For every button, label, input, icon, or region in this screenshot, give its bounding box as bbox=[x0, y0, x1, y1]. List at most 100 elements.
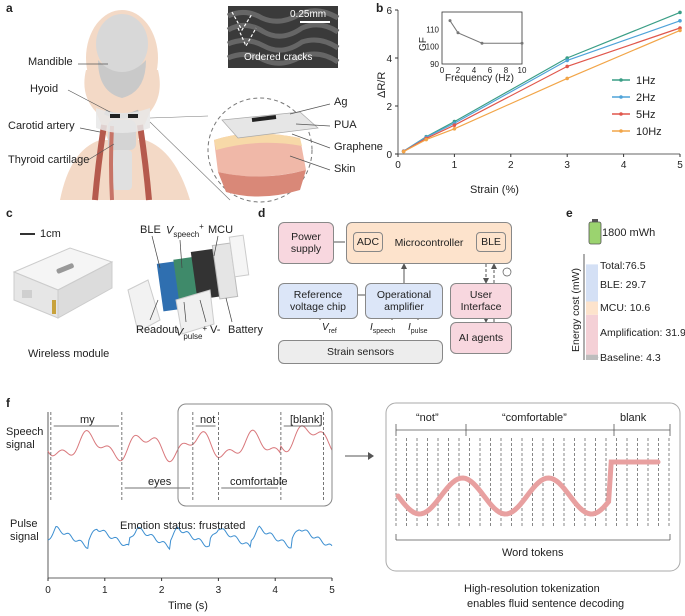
label-vminus: V- bbox=[210, 324, 221, 336]
legend-marker-1Hz bbox=[619, 78, 623, 82]
label-ble-cost: BLE: 29.7 bbox=[600, 279, 647, 291]
time-tick-label: 3 bbox=[216, 585, 222, 596]
label-ipulse: Ipulse bbox=[408, 322, 428, 335]
strain-sensors-box: Strain sensors bbox=[278, 340, 443, 364]
ble-box: BLE bbox=[476, 232, 506, 252]
time-tick-label: 5 bbox=[329, 585, 335, 596]
label-ble-c: BLE bbox=[140, 224, 161, 236]
ai-agents-box: AI agents bbox=[450, 322, 512, 354]
panel-label-a: a bbox=[6, 1, 13, 15]
label-total: Total:76.5 bbox=[600, 260, 646, 272]
point-5Hz bbox=[452, 123, 457, 127]
label-vpulse: Vpulse+ bbox=[176, 324, 208, 341]
label-vref: Vref bbox=[322, 322, 337, 335]
energy-segment-3 bbox=[586, 264, 598, 302]
inset-y-tick-label: 100 bbox=[426, 43, 440, 52]
time-tick-label: 1 bbox=[102, 585, 108, 596]
inset-x-tick-label: 6 bbox=[488, 66, 493, 75]
inset-x-tick-label: 2 bbox=[456, 66, 461, 75]
label-readout: Readout bbox=[136, 324, 178, 336]
caption-1: High-resolution tokenization bbox=[464, 583, 600, 595]
x-tick-label: 3 bbox=[564, 160, 570, 171]
word-eyes: eyes bbox=[148, 476, 172, 488]
label-vspeech: Vspeech+ bbox=[166, 222, 204, 239]
inset-point bbox=[448, 19, 452, 23]
label-speech-signal: Speech signal bbox=[6, 426, 44, 451]
x-tick-label: 1 bbox=[452, 160, 458, 171]
point-1Hz bbox=[678, 10, 682, 15]
battery-terminal bbox=[592, 219, 598, 222]
label-scale-a: 0.25mm bbox=[290, 9, 327, 20]
panel-label-f: f bbox=[6, 396, 10, 410]
inset-point bbox=[520, 41, 524, 45]
label-graphene: Graphene bbox=[334, 141, 383, 153]
point-2Hz bbox=[678, 19, 682, 23]
caption-2: enables fluid sentence decoding bbox=[467, 598, 625, 610]
right-word-blank: blank bbox=[620, 412, 647, 424]
label-skin: Skin bbox=[334, 163, 356, 175]
word-not: not bbox=[200, 414, 216, 426]
x-tick-label: 0 bbox=[395, 160, 401, 171]
label-amplification-cost: Amplification: 31.9 bbox=[600, 327, 685, 339]
energy-segment-0 bbox=[586, 354, 598, 360]
point-2Hz bbox=[565, 58, 569, 63]
label-baseline-cost: Baseline: 4.3 bbox=[600, 352, 661, 364]
inset-x-tick-label: 4 bbox=[472, 66, 477, 75]
label-mcu-cost: MCU: 10.6 bbox=[600, 302, 651, 314]
y-tick-label: 4 bbox=[386, 54, 392, 65]
legend-label-10Hz: 10Hz bbox=[636, 126, 662, 138]
power-supply-box: Power supply bbox=[278, 222, 334, 264]
user-interface-box: User Interface bbox=[450, 283, 512, 319]
chart-f-xlabel: Time (s) bbox=[168, 600, 208, 612]
inset-y-tick-label: 110 bbox=[426, 25, 439, 34]
speech-waveform bbox=[47, 425, 333, 463]
inset-frame bbox=[441, 11, 523, 65]
inset-point bbox=[456, 31, 460, 35]
point-10Hz bbox=[401, 149, 406, 154]
time-tick-label: 2 bbox=[159, 585, 165, 596]
y-tick-label: 0 bbox=[386, 150, 392, 161]
chart-inset-xlabel: Frequency (Hz) bbox=[445, 73, 514, 84]
panel-f-arrowhead bbox=[368, 452, 374, 460]
y-tick-label: 6 bbox=[386, 6, 392, 17]
label-battery: Battery bbox=[228, 324, 263, 336]
operational-amplifier-box: Operational amplifier bbox=[365, 283, 443, 319]
label-mandible: Mandible bbox=[28, 56, 73, 68]
inset-x-tick-label: 0 bbox=[440, 66, 445, 75]
panel-label-c: c bbox=[6, 206, 13, 220]
legend-label-5Hz: 5Hz bbox=[636, 109, 656, 121]
legend-label-1Hz: 1Hz bbox=[636, 75, 656, 87]
right-word-comfortable: “comfortable” bbox=[502, 412, 567, 424]
label-word-tokens: Word tokens bbox=[502, 547, 564, 559]
token-waveform bbox=[395, 459, 661, 517]
word-my: my bbox=[80, 414, 95, 426]
point-10Hz bbox=[678, 28, 682, 33]
inset-x-tick-label: 8 bbox=[504, 66, 509, 75]
label-ag: Ag bbox=[334, 96, 348, 108]
microcontroller-label: Microcontroller bbox=[394, 236, 464, 249]
label-ispeech: Ispeech bbox=[370, 322, 396, 335]
label-hyoid: Hyoid bbox=[30, 83, 59, 95]
legend-label-2Hz: 2Hz bbox=[636, 92, 656, 104]
x-tick-label: 2 bbox=[508, 160, 514, 171]
y-tick-label: 2 bbox=[386, 102, 392, 113]
energy-segment-2 bbox=[586, 301, 598, 315]
energy-segment-1 bbox=[586, 314, 598, 355]
pulse-waveform bbox=[47, 525, 333, 551]
word-blank: [blank] bbox=[290, 414, 323, 426]
panel-label-b: b bbox=[376, 1, 384, 15]
tokenization-box bbox=[385, 402, 681, 572]
x-tick-label: 4 bbox=[621, 160, 627, 171]
point-10Hz bbox=[424, 137, 429, 142]
point-10Hz bbox=[452, 127, 457, 131]
legend-marker-2Hz bbox=[619, 95, 623, 99]
inset-line bbox=[449, 20, 522, 44]
x-tick-label: 5 bbox=[677, 160, 683, 171]
label-pulse-signal: Pulse signal bbox=[10, 518, 39, 543]
